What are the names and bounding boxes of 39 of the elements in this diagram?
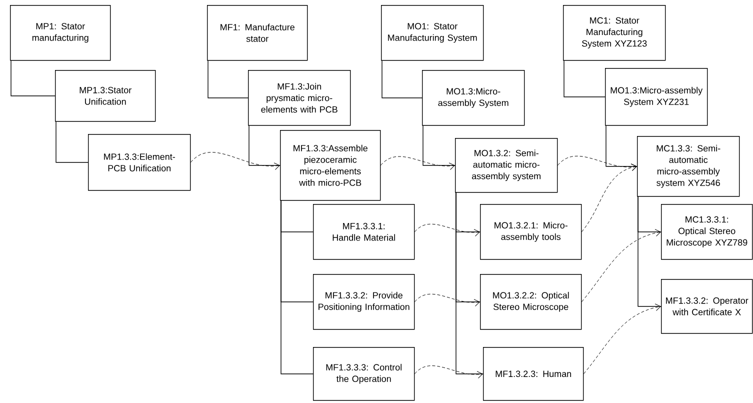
process-box: MO1.3.2.1: Micro-assembly tools <box>480 204 582 260</box>
tree-connector <box>422 125 456 166</box>
process-box: MF1.3.3.2: Provide Positioning Information <box>313 274 415 330</box>
arrow <box>414 294 480 306</box>
process-box: MP1.3.3:Element-PCB Unification <box>88 134 191 191</box>
arrow <box>414 366 483 378</box>
process-box: MO1.3.2.2: Optical Stereo Microscope <box>480 274 582 330</box>
process-box: MC1: Stator Manufacturing System XYZ123 <box>563 5 666 61</box>
process-box: MC1.3.3: Semi-automatic micro-assembly system XYZ546 <box>637 136 740 197</box>
arrow <box>414 224 480 236</box>
tree-connector <box>208 60 248 98</box>
tree-connector <box>564 60 606 98</box>
process-box: MF1.3.3.1: Handle Material <box>313 204 415 260</box>
process-box: MF1.3.3.3: Control the Operation <box>313 347 415 401</box>
tree-connector <box>10 60 56 96</box>
tree-connector <box>382 60 422 98</box>
tree-connector <box>56 121 88 163</box>
process-box: MO1.3:Micro-assembly System XYZ231 <box>605 68 708 126</box>
arrow <box>581 229 661 302</box>
process-box: MC1.3.3.1: Optical Stereo Microscope XYZ789 <box>661 204 753 260</box>
tree-connector <box>248 125 280 166</box>
arrow <box>583 304 661 374</box>
tree-connector <box>606 125 638 167</box>
arrow <box>581 164 637 232</box>
process-box: MO1.3:Micro-assembly System <box>422 70 525 126</box>
process-box: MP1.3:Stator Unification <box>55 70 156 122</box>
process-box: MP1: Stator manufacturing <box>10 5 111 61</box>
process-box: MO1.3.2: Semi-automatic micro-assembly system <box>455 138 558 193</box>
process-box: MO1: Stator Manufacturing System <box>381 5 484 61</box>
process-box: MF1.3.2.3: Human <box>483 347 584 401</box>
process-box: MF1.3:Join prysmatic micro-elements with PCB <box>248 70 351 126</box>
process-box: MF1.3.3:Assemble piezoceramic micro-elements with micro-PCB <box>280 130 381 201</box>
tree-connector <box>456 192 484 374</box>
tree-connector <box>638 196 662 307</box>
arrow <box>190 152 280 170</box>
arrow <box>380 156 455 170</box>
process-box: MF1: Manufacture stator <box>207 5 308 61</box>
tree-connector <box>280 200 314 374</box>
process-box: MF1.3.3.2: Operator with Certificate X <box>661 278 753 334</box>
